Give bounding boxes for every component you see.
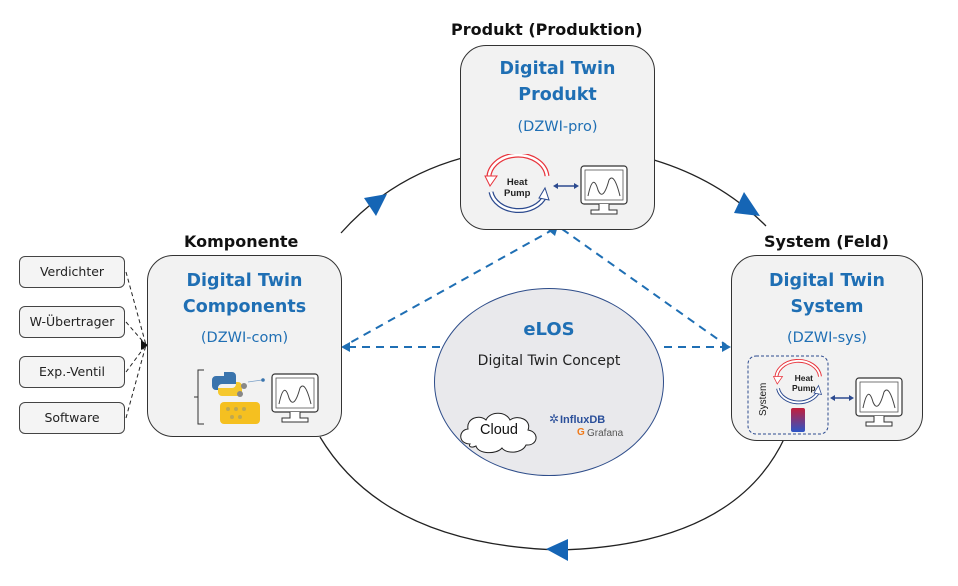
monitor-chart-icon [855, 377, 903, 427]
elos-title: eLOS [523, 319, 575, 340]
digital-twin-components-box[interactable]: Digital Twin Components (DZWI-com) [147, 255, 342, 437]
storage-tank-icon [791, 408, 805, 432]
link-software [125, 344, 147, 419]
data-flow-line [247, 379, 263, 383]
link-produkt-to-system [561, 228, 727, 346]
heat-pump-cycle-icon [484, 154, 550, 214]
link-w-uebertrager [125, 321, 147, 346]
produkt-heat-pump-label: Heat Pump [504, 177, 530, 199]
monitor-chart-icon [271, 373, 319, 423]
influxdb-label: InfluxDB [560, 414, 606, 426]
components-code: (DZWI-com) [200, 330, 289, 346]
cloud-label: Cloud [480, 422, 518, 438]
link-exp-ventil [125, 344, 147, 373]
influxdb-logo-icon: ✲ [549, 412, 560, 426]
gear-icon [237, 383, 247, 397]
component-w-uebertrager[interactable]: W-Übertrager [19, 306, 125, 338]
link-produkt-to-komponente [345, 228, 555, 346]
cloud-icon [460, 412, 537, 454]
digital-twin-system-box[interactable]: Digital Twin System (DZWI-sys) [731, 255, 923, 441]
heat-pump-line2: Pump [792, 383, 816, 393]
bidirectional-arrow-icon [830, 395, 854, 401]
components-illustration [194, 369, 319, 425]
heat-pump-line2: Pump [504, 188, 531, 199]
produkt-title-line1: Digital Twin [499, 59, 616, 79]
heat-pump-line1: Heat [506, 177, 528, 188]
hub-arrowhead [141, 340, 148, 350]
component-verdichter[interactable]: Verdichter [19, 256, 125, 288]
stage-header-system: System (Feld) [764, 232, 889, 251]
system-boundary-label: System [758, 382, 769, 416]
produkt-illustration [484, 154, 628, 215]
grafana-logo-icon: G [577, 427, 585, 438]
cycle-arc-produkt-to-system [653, 159, 767, 227]
cycle-arrowhead-up [364, 194, 387, 216]
cycle-arrowhead-down [734, 192, 760, 216]
components-title-line1: Digital Twin [186, 271, 303, 291]
bidirectional-arrow-icon [553, 183, 579, 189]
grafana-label: Grafana [587, 428, 624, 439]
produkt-code: (DZWI-pro) [517, 119, 598, 135]
monitor-chart-icon [580, 165, 628, 215]
components-title-line2: Components [182, 297, 307, 317]
stage-header-produkt: Produkt (Produktion) [451, 20, 643, 39]
cycle-arc-komponente-to-produkt [340, 157, 463, 234]
hardware-module-icon [220, 402, 260, 424]
system-title-line1: Digital Twin [769, 271, 885, 291]
component-exp-ventil[interactable]: Exp.-Ventil [19, 356, 125, 388]
system-title-line2: System [790, 297, 864, 317]
stage-header-komponente: Komponente [184, 232, 299, 251]
component-software[interactable]: Software [19, 402, 125, 434]
cycle-arrowhead-left [546, 539, 568, 561]
produkt-title-line2: Produkt [518, 85, 597, 105]
digital-twin-produkt-box[interactable]: Digital Twin Produkt (DZWI-pro) Heat Pum… [460, 45, 655, 230]
system-boundary [747, 355, 829, 435]
system-illustration [747, 355, 903, 435]
heat-pump-cycle-icon [772, 359, 823, 405]
system-heat-pump-label: Heat Pump [792, 373, 816, 393]
bracket-icon [194, 369, 204, 425]
python-logo-icon [212, 372, 242, 396]
link-verdichter [125, 271, 147, 346]
heat-pump-line1: Heat [794, 373, 814, 383]
elos-subtitle: Digital Twin Concept [477, 353, 621, 369]
arrowhead-komponente [341, 342, 350, 352]
system-code: (DZWI-sys) [787, 330, 867, 346]
arrowhead-system [722, 342, 731, 352]
